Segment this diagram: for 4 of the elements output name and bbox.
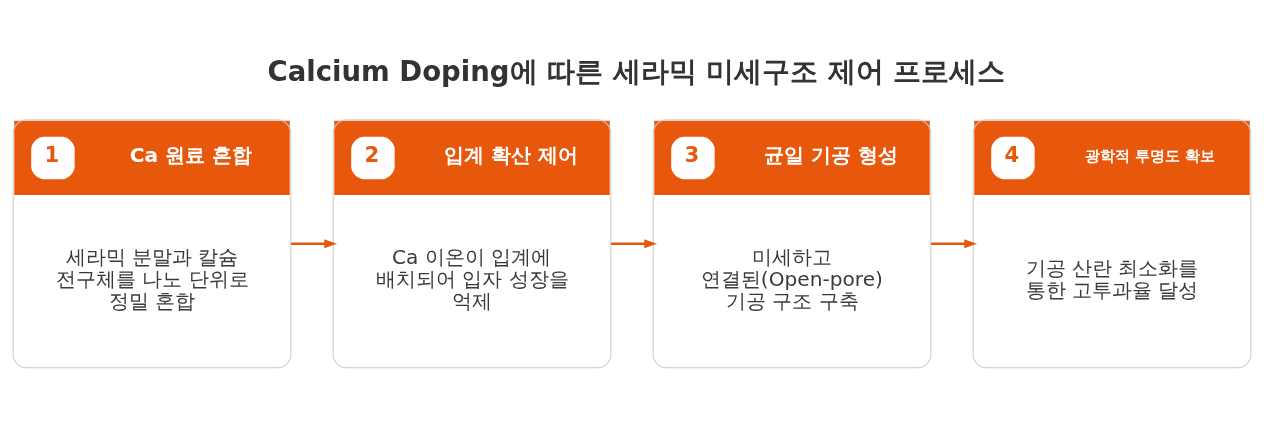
diagram-title: Calcium Doping에 따른 세라믹 미세구조 제어 프로세스 (267, 55, 1006, 88)
arrow (291, 239, 338, 249)
arrow (611, 239, 658, 249)
arrow (931, 239, 978, 249)
